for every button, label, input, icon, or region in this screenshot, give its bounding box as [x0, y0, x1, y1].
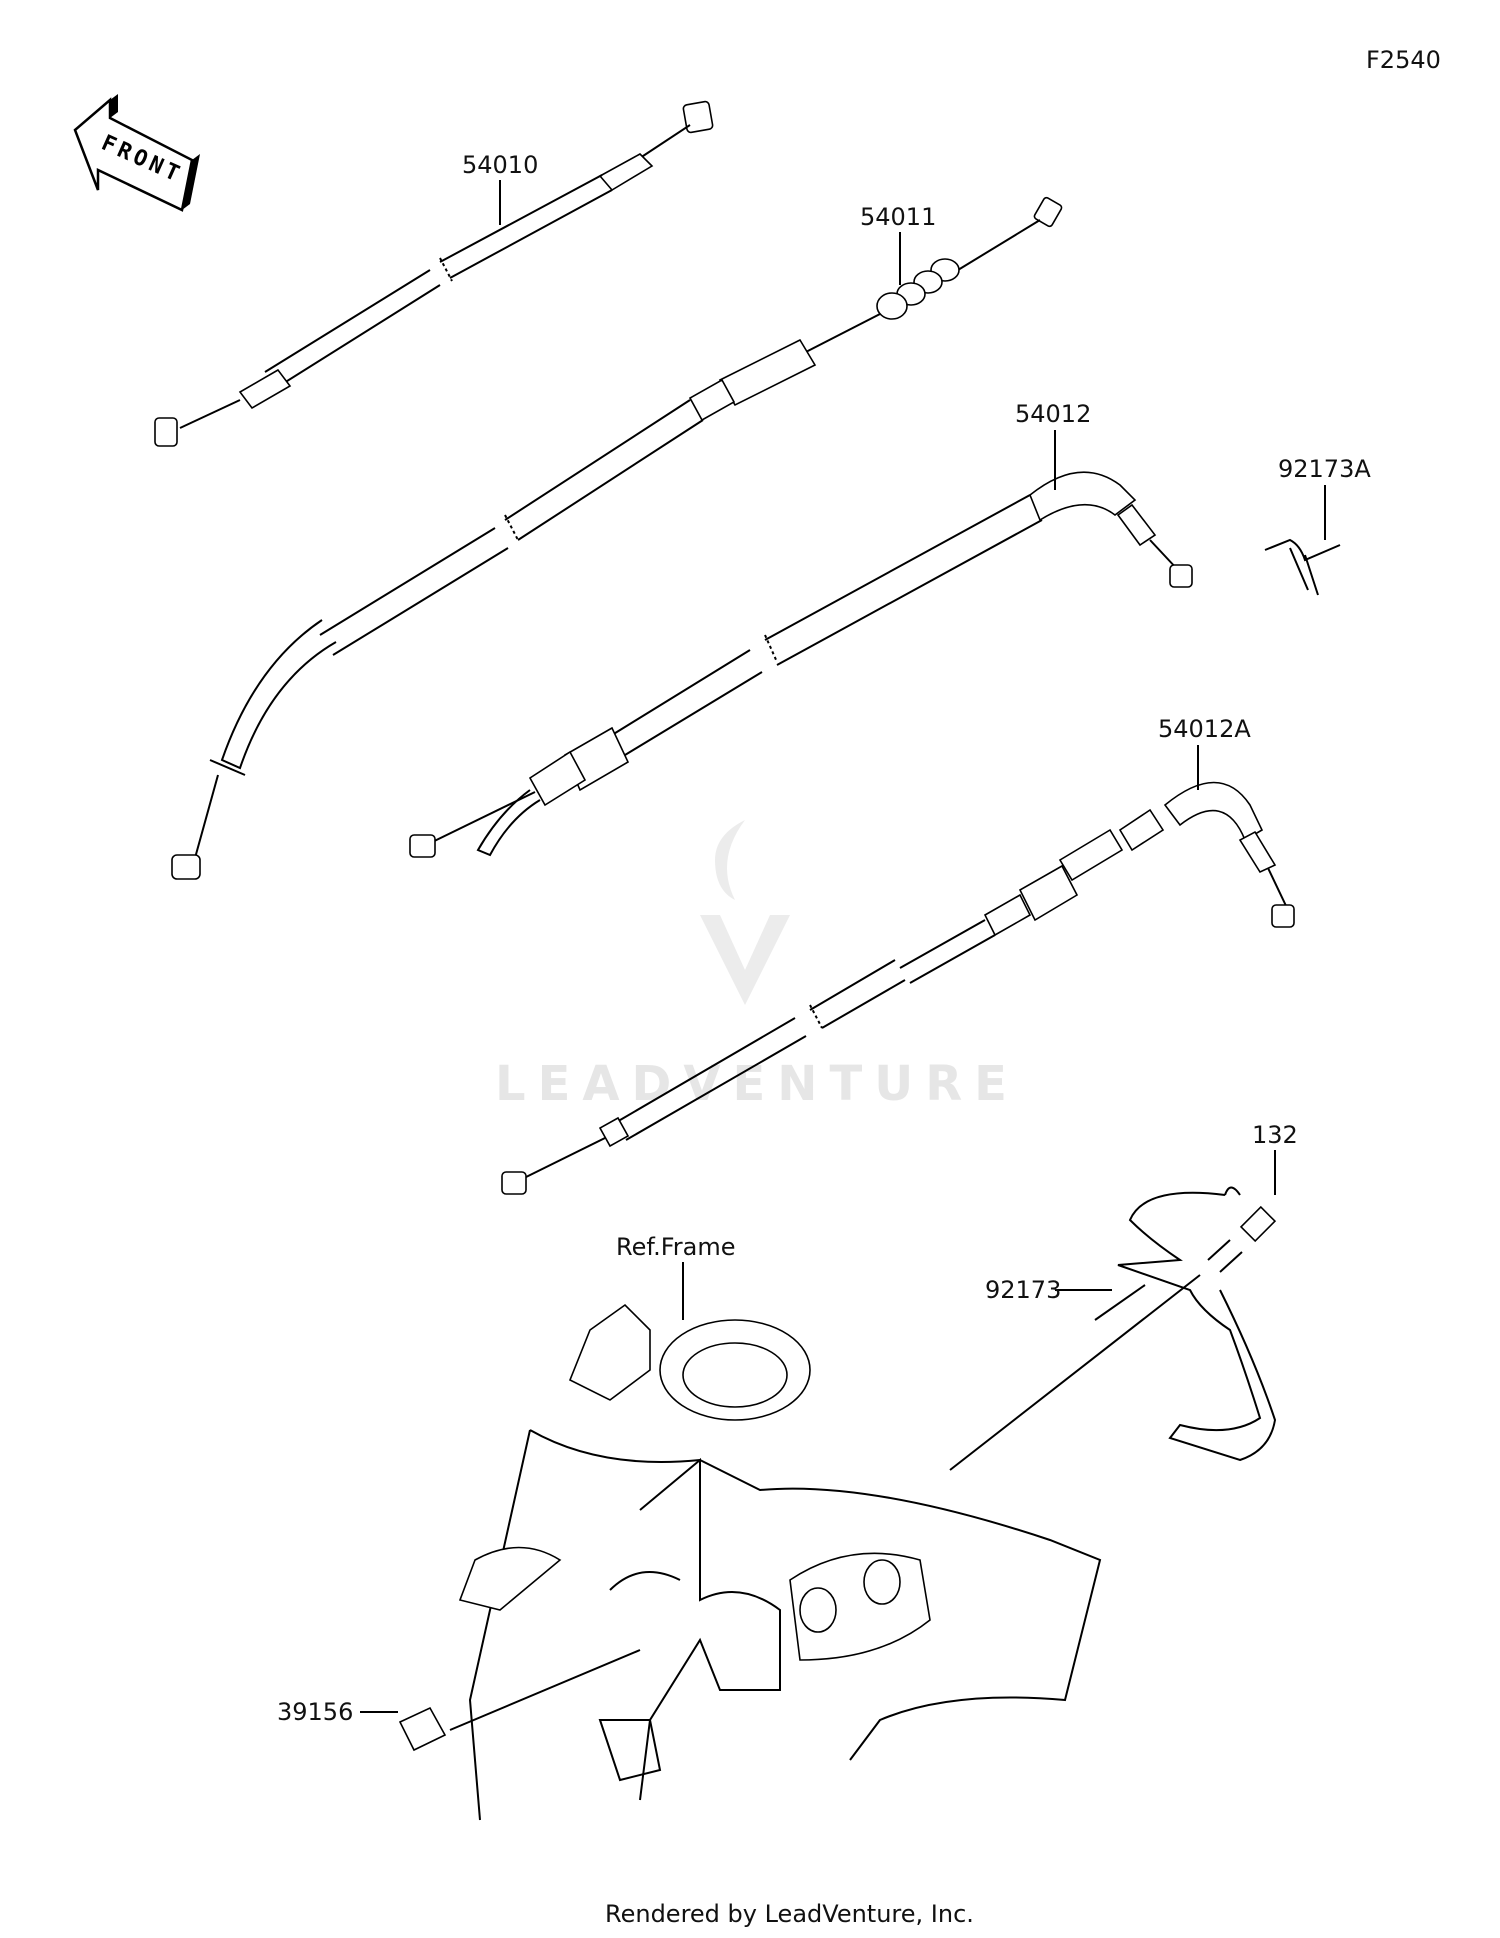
part-label-54010: 54010	[462, 151, 538, 179]
cable-54010	[154, 100, 714, 447]
part-label-39156: 39156	[277, 1698, 353, 1726]
part-label-92173: 92173	[985, 1276, 1061, 1304]
watermark-text: LEADVENTURE	[495, 1056, 1019, 1112]
cable-54012	[409, 471, 1193, 858]
front-arrow: FRONT	[73, 94, 200, 212]
diagram-id: F2540	[1366, 46, 1441, 74]
part-label-54012: 54012	[1015, 400, 1091, 428]
cable-54012a	[501, 781, 1295, 1195]
label-39156	[360, 1706, 447, 1752]
part-label-132: 132	[1252, 1121, 1298, 1149]
part-label-92173a: 92173A	[1278, 455, 1371, 483]
part-label-54012a: 54012A	[1158, 715, 1251, 743]
bolt-132	[949, 1150, 1277, 1471]
watermark: LEADVENTURE	[495, 820, 1019, 1112]
clamp-92173	[1055, 1186, 1277, 1462]
part-label-54011: 54011	[860, 203, 936, 231]
footer-credit: Rendered by LeadVenture, Inc.	[605, 1900, 974, 1928]
reference-frame-label: Ref.Frame	[616, 1233, 735, 1261]
reference-frame	[449, 1262, 1102, 1821]
cable-54011	[171, 196, 1063, 880]
clip-92173a	[1264, 485, 1341, 596]
